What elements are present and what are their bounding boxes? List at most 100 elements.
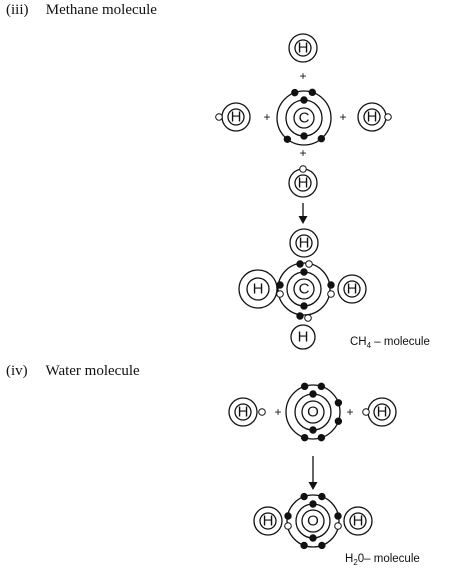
carbon-inner-electron bbox=[300, 96, 308, 104]
h2o-oxygen-outer-shell bbox=[286, 494, 340, 548]
oxygen-valence-electron bbox=[317, 382, 326, 391]
h2o-h-left-label: H bbox=[263, 513, 274, 530]
ch4-shared-electron bbox=[296, 312, 304, 320]
ch4-carbon-label: C bbox=[299, 281, 310, 298]
carbon-inner-electron bbox=[300, 132, 308, 140]
methane-section-title: Methane molecule bbox=[45, 2, 157, 18]
hydrogen-electron bbox=[299, 165, 307, 173]
carbon-outer-shell bbox=[276, 90, 332, 146]
plus-sign: + bbox=[299, 69, 306, 83]
oxygen-inner-electron bbox=[309, 426, 317, 434]
hydrogen-electron bbox=[362, 408, 370, 416]
h2o-shared-electron bbox=[284, 522, 292, 530]
ch4-shared-electron bbox=[305, 260, 313, 268]
ch4-h-right-label: H bbox=[347, 281, 358, 298]
oxygen-valence-electron bbox=[300, 433, 309, 442]
ch4-h-top-shell-1 bbox=[295, 234, 313, 252]
ch4-h-bottom-label: H bbox=[298, 329, 309, 346]
h2o-h-left-shell-2 bbox=[253, 506, 283, 536]
carbon-nucleus-ring bbox=[293, 107, 315, 129]
water-h-left-shell-2 bbox=[228, 397, 258, 427]
methane-caption: CH4 – molecule bbox=[350, 336, 430, 350]
plus-sign: + bbox=[346, 405, 353, 419]
ch4-shared-electron bbox=[327, 281, 335, 289]
h2o-oxygen-lone-electron bbox=[318, 541, 326, 550]
methane-h-left-label: H bbox=[231, 109, 242, 126]
h2o-oxygen-lone-electron bbox=[318, 492, 326, 501]
ch4-h-bottom-shell bbox=[290, 324, 316, 350]
water-caption: H20– molecule bbox=[345, 553, 420, 567]
ch4-h-right-shell-2 bbox=[337, 274, 367, 304]
ch4-h-top-label: H bbox=[299, 235, 310, 252]
ch4-carbon-inner-electron bbox=[300, 268, 308, 276]
oxygen-label: O bbox=[307, 404, 319, 421]
ch4-carbon-inner-electron bbox=[300, 302, 308, 310]
methane-h-top-shell-1 bbox=[294, 39, 312, 57]
h2o-shared-electron bbox=[334, 512, 342, 520]
h2o-h-left-shell-1 bbox=[259, 512, 277, 530]
oxygen-outer-shell bbox=[285, 384, 341, 440]
plus-sign: + bbox=[339, 110, 346, 124]
oxygen-valence-electron bbox=[317, 433, 326, 442]
water-heading: (iv) Water molecule bbox=[6, 363, 140, 380]
water-h-left-label: H bbox=[238, 404, 249, 421]
h2o-h-right-shell-1 bbox=[349, 512, 367, 530]
ch4-shared-electron bbox=[276, 281, 284, 289]
ch4-shared-electron bbox=[276, 290, 284, 298]
methane-h-right-shell-1 bbox=[363, 108, 381, 126]
water-section-title: Water molecule bbox=[45, 363, 140, 379]
oxygen-inner-electron bbox=[309, 390, 317, 398]
hydrogen-electron bbox=[384, 113, 392, 121]
oxygen-valence-electron bbox=[300, 382, 309, 391]
h2o-oxygen-lone-electron bbox=[300, 492, 308, 501]
methane-h-left-shell-1 bbox=[227, 108, 245, 126]
water-arrow-head bbox=[308, 482, 318, 490]
ch4-carbon-outer-shell bbox=[277, 262, 331, 316]
oxygen-valence-electron bbox=[334, 417, 343, 425]
water-section-number: (iv) bbox=[6, 363, 28, 379]
methane-h-top-shell-2 bbox=[288, 33, 318, 63]
methane-section-number: (iii) bbox=[6, 2, 29, 18]
h2o-h-right-shell-2 bbox=[343, 506, 373, 536]
ch4-h-left-shell bbox=[238, 269, 278, 309]
water-h-right-shell-1 bbox=[373, 403, 391, 421]
h2o-shared-electron bbox=[334, 522, 342, 530]
ch4-h-left-inner-shell bbox=[246, 277, 270, 301]
carbon-valence-electron bbox=[291, 88, 299, 97]
carbon-valence-electron bbox=[283, 135, 292, 143]
water-h-left-shell-1 bbox=[234, 403, 252, 421]
ch4-h-top-shell-2 bbox=[289, 228, 319, 258]
oxygen-valence-electron bbox=[334, 399, 343, 407]
h2o-oxygen-label: O bbox=[307, 513, 319, 530]
methane-arrow-head bbox=[298, 216, 308, 224]
methane-h-bottom-label: H bbox=[298, 175, 309, 192]
methane-heading: (iii) Methane molecule bbox=[6, 2, 157, 19]
h2o-oxygen-lone-electron bbox=[300, 541, 308, 550]
h2o-h-right-label: H bbox=[353, 513, 364, 530]
methane-h-top-label: H bbox=[298, 40, 309, 57]
h2o-oxygen-inner-electron bbox=[309, 534, 317, 542]
ch4-h-right-shell-1 bbox=[343, 280, 361, 298]
methane-h-right-label: H bbox=[367, 109, 378, 126]
h2o-shared-electron bbox=[284, 512, 292, 520]
carbon-label: C bbox=[299, 110, 310, 127]
diagram-drawing: H + C H + H + + H H C H H H H + O + H O H H bbox=[215, 33, 397, 550]
ch4-shared-electron bbox=[327, 290, 335, 298]
ch4-h-left-label: H bbox=[253, 281, 264, 298]
water-h-right-label: H bbox=[377, 404, 388, 421]
ch4-shared-electron bbox=[296, 260, 304, 268]
h2o-oxygen-nucleus-ring bbox=[301, 509, 325, 533]
hydrogen-electron bbox=[215, 113, 223, 121]
methane-h-bottom-shell-1 bbox=[294, 174, 312, 192]
oxygen-nucleus-ring bbox=[301, 400, 325, 424]
plus-sign: + bbox=[263, 110, 270, 124]
hydrogen-electron bbox=[258, 408, 266, 416]
carbon-valence-electron bbox=[308, 88, 317, 97]
plus-sign: + bbox=[299, 146, 306, 160]
h2o-oxygen-inner-electron bbox=[309, 500, 317, 508]
ch4-shared-electron bbox=[304, 314, 312, 322]
plus-sign: + bbox=[274, 405, 281, 419]
ch4-carbon-nucleus-ring bbox=[293, 278, 315, 300]
carbon-valence-electron bbox=[317, 134, 326, 143]
